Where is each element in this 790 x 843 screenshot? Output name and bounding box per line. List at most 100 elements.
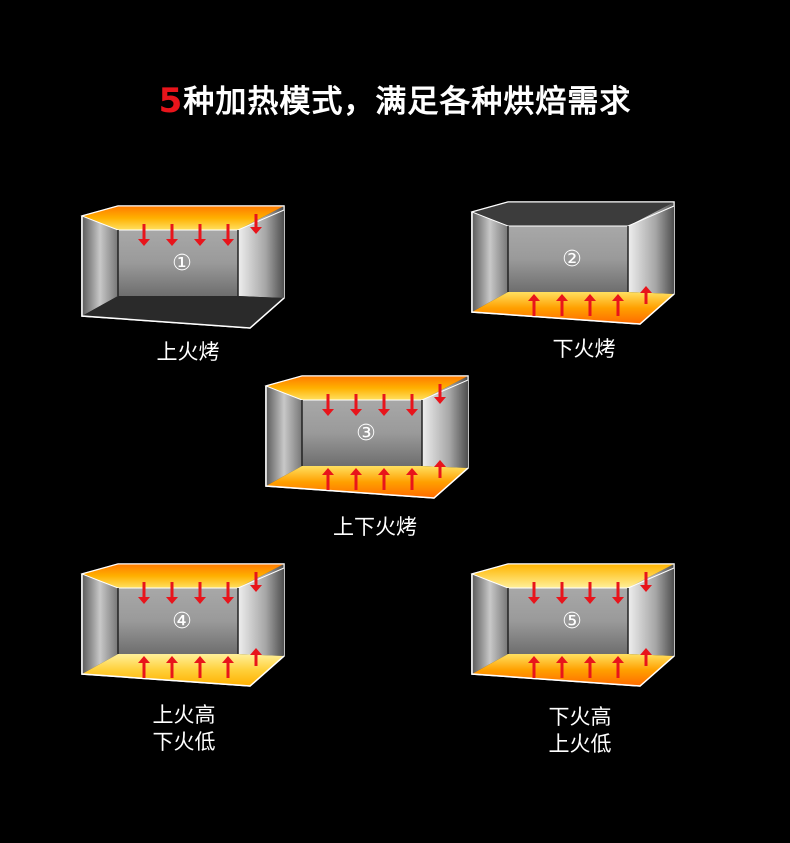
top-heater	[472, 564, 674, 588]
mode-2-label: 下火烤	[524, 336, 644, 363]
down-arrow-2	[350, 394, 362, 416]
up-arrow-5	[434, 460, 446, 478]
oven-box-1: ①	[80, 205, 285, 329]
back-wall	[302, 400, 422, 466]
front-frame	[81, 574, 285, 687]
oven-box-4: ④	[80, 563, 285, 687]
up-arrow-1	[138, 656, 150, 678]
left-wall	[82, 574, 118, 674]
title-number: 5	[158, 81, 184, 121]
down-arrow-5	[250, 572, 262, 592]
mode-2-diagram: ②	[468, 196, 683, 336]
left-wall	[82, 216, 118, 316]
front-frame	[81, 216, 285, 329]
up-arrow-5	[250, 648, 262, 666]
front-frame	[471, 574, 675, 687]
top-heater	[82, 564, 284, 588]
up-arrow-3	[378, 468, 390, 490]
up-arrow-5	[640, 286, 652, 304]
mode-number: ①	[172, 251, 192, 276]
down-arrow-1	[138, 224, 150, 246]
mode-number: ②	[562, 247, 582, 272]
mode-1-label-line-1: 上火烤	[156, 340, 220, 364]
mode-3-label-line-1: 上下火烤	[333, 515, 417, 539]
left-wall	[266, 386, 302, 486]
up-arrow-1	[322, 468, 334, 490]
up-arrow-2	[350, 468, 362, 490]
down-arrow-3	[584, 582, 596, 604]
up-arrow-5	[640, 648, 652, 666]
right-wall	[238, 206, 284, 298]
mode-5-label-line-2: 上火低	[548, 732, 612, 756]
down-arrow-4	[406, 394, 418, 416]
down-arrow-2	[166, 224, 178, 246]
back-wall	[118, 588, 238, 654]
mode-1-label: 上火烤	[128, 339, 248, 366]
up-arrow-2	[556, 294, 568, 316]
up-arrow-3	[194, 656, 206, 678]
bottom-heater	[82, 654, 284, 686]
down-arrow-3	[194, 582, 206, 604]
front-frame	[265, 386, 469, 499]
up-arrow-2	[556, 656, 568, 678]
front-frame	[471, 212, 675, 325]
back-wall	[508, 226, 628, 292]
right-wall	[422, 376, 468, 468]
top-heater	[266, 376, 468, 400]
up-arrow-1	[528, 656, 540, 678]
right-wall	[628, 564, 674, 656]
down-arrow-2	[166, 582, 178, 604]
top-heater	[472, 202, 674, 226]
up-arrow-3	[584, 294, 596, 316]
up-arrow-4	[222, 656, 234, 678]
right-wall	[628, 202, 674, 294]
left-wall	[472, 574, 508, 674]
down-arrow-1	[322, 394, 334, 416]
down-arrow-3	[378, 394, 390, 416]
mode-number: ④	[172, 609, 192, 634]
mode-number: ③	[356, 421, 376, 446]
down-arrow-1	[528, 582, 540, 604]
oven-box-3: ③	[264, 375, 469, 499]
down-arrow-4	[612, 582, 624, 604]
up-arrow-3	[584, 656, 596, 678]
back-wall	[118, 230, 238, 296]
up-arrow-4	[612, 294, 624, 316]
title-text: 种加热模式，满足各种烘焙需求	[183, 84, 632, 120]
up-arrow-4	[406, 468, 418, 490]
mode-1-diagram: ①	[78, 200, 293, 340]
down-arrow-4	[222, 582, 234, 604]
down-arrow-4	[222, 224, 234, 246]
mode-5-label-line-1: 下火高	[548, 705, 612, 729]
down-arrow-5	[250, 214, 262, 234]
down-arrow-1	[138, 582, 150, 604]
bottom-heater	[472, 654, 674, 686]
left-wall	[472, 212, 508, 312]
bottom-heater	[266, 466, 468, 498]
oven-box-2: ②	[470, 201, 675, 325]
top-heater	[82, 206, 284, 230]
down-arrow-5	[640, 572, 652, 592]
down-arrow-5	[434, 384, 446, 404]
up-arrow-2	[166, 656, 178, 678]
down-arrow-3	[194, 224, 206, 246]
bottom-heater	[472, 292, 674, 324]
mode-4-label: 上火高 下火低	[124, 702, 244, 756]
bottom-heater	[82, 296, 284, 328]
mode-number: ⑤	[562, 609, 582, 634]
mode-4-diagram: ④	[78, 558, 293, 698]
up-arrow-4	[612, 656, 624, 678]
mode-3-label: 上下火烤	[305, 514, 445, 541]
page-title: 5种加热模式，满足各种烘焙需求	[0, 76, 790, 121]
mode-4-label-line-2: 下火低	[152, 730, 216, 754]
mode-4-label-line-1: 上火高	[152, 703, 216, 727]
right-wall	[238, 564, 284, 656]
oven-box-5: ⑤	[470, 563, 675, 687]
mode-5-label: 下火高 上火低	[520, 704, 640, 758]
up-arrow-1	[528, 294, 540, 316]
mode-3-diagram: ③	[262, 370, 477, 510]
mode-5-diagram: ⑤	[468, 558, 683, 698]
back-wall	[508, 588, 628, 654]
mode-2-label-line-1: 下火烤	[552, 337, 616, 361]
down-arrow-2	[556, 582, 568, 604]
